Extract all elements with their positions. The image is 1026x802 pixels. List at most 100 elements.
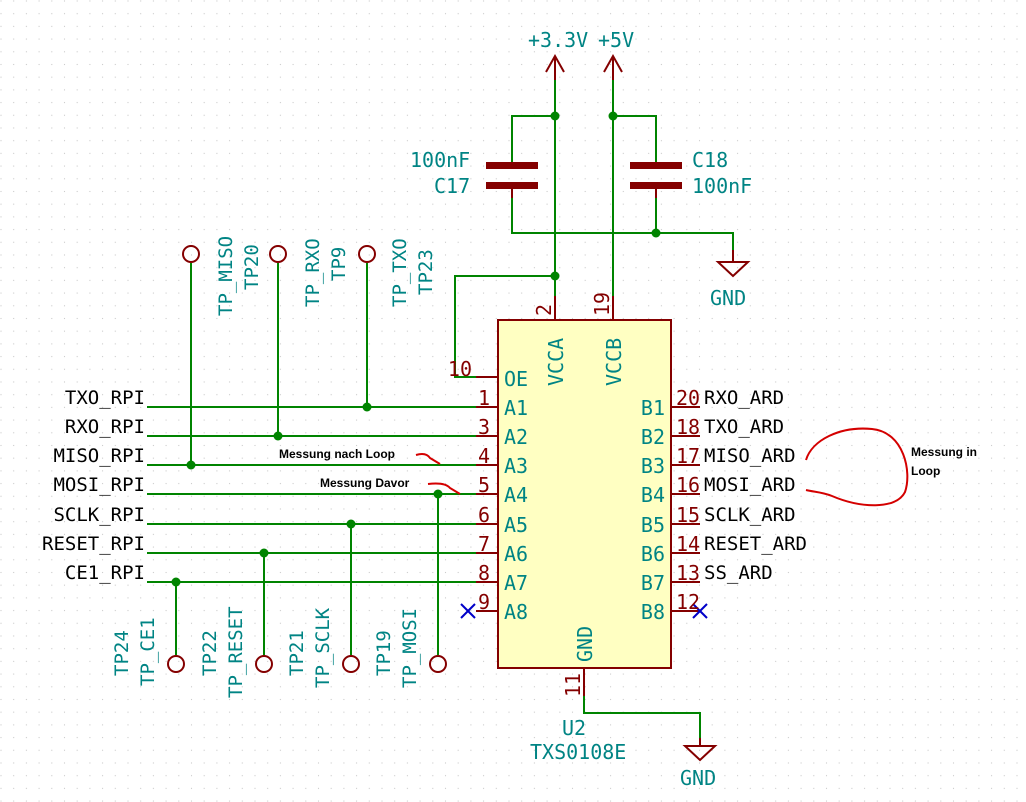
ic-right-pin-num: 17 bbox=[676, 444, 700, 468]
ic-vccb-label: VCCB bbox=[602, 338, 626, 386]
tp-bottom-name: TP_MOSI bbox=[399, 608, 421, 688]
ic-left-pin-name: A4 bbox=[504, 483, 528, 507]
net-label-rpi: MOSI_RPI bbox=[53, 474, 145, 496]
net-label-rpi: SCLK_RPI bbox=[53, 504, 145, 526]
annotation-messung-in-loop-line2: Loop bbox=[911, 464, 940, 478]
ic-pin-vccb-num: 19 bbox=[590, 292, 614, 316]
v33-label: +3.3V bbox=[528, 28, 588, 52]
net-label-ard: MISO_ARD bbox=[704, 445, 796, 467]
annotation-messung-davor: Messung Davor bbox=[320, 476, 410, 490]
annotation-arrow-nach-loop bbox=[415, 453, 441, 465]
ic-left-pin-name: A1 bbox=[504, 396, 528, 420]
ic-left-pin-num: 1 bbox=[478, 386, 490, 410]
tp-bottom-ref: TP21 bbox=[286, 630, 308, 676]
junction-dot bbox=[550, 111, 560, 121]
annotation-messung-in-loop-line1: Messung in bbox=[911, 445, 977, 459]
net-label-rpi: RESET_RPI bbox=[42, 533, 145, 555]
ic-left-pin-num: 4 bbox=[478, 444, 490, 468]
c18-value: 100nF bbox=[692, 174, 752, 198]
tp-top-ref: TP23 bbox=[415, 249, 437, 295]
junction-dot bbox=[171, 577, 181, 587]
net-label-rpi: RXO_RPI bbox=[65, 416, 145, 438]
ic-part: TXS0108E bbox=[530, 740, 626, 764]
junction-dot bbox=[651, 228, 661, 238]
junction-dot bbox=[186, 460, 196, 470]
junction-dot bbox=[273, 431, 283, 441]
ic-right-pin-name: B6 bbox=[641, 542, 665, 566]
ic-pin-stubs bbox=[476, 296, 700, 696]
wires bbox=[147, 78, 734, 738]
ic-left-pin-num: 8 bbox=[478, 561, 490, 585]
capacitor-c18 bbox=[630, 162, 682, 198]
ic-pin-gnd-num: 11 bbox=[561, 673, 585, 697]
ic-left-pin-name: A8 bbox=[504, 600, 528, 624]
wire-c17-bottom bbox=[511, 198, 734, 250]
junctions bbox=[171, 111, 661, 587]
wire-ic-gnd bbox=[583, 696, 701, 738]
c17-ref: C17 bbox=[434, 174, 470, 198]
junction-dot bbox=[608, 111, 618, 121]
ic-right-pin-name: B8 bbox=[641, 600, 665, 624]
tp-bottom-ref: TP22 bbox=[199, 630, 221, 676]
ic-right-pin-num: 14 bbox=[676, 532, 700, 556]
annotation-messung-nach-loop: Messung nach Loop bbox=[279, 447, 395, 461]
tp-top-name: TP_MISO bbox=[215, 236, 237, 316]
ic-right-pin-name: B1 bbox=[641, 396, 665, 420]
junction-dot bbox=[362, 402, 372, 412]
ic-left-pin-num: 10 bbox=[448, 357, 472, 381]
v33-arrow-head bbox=[545, 53, 565, 73]
junction-dot bbox=[433, 489, 443, 499]
ic-gnd-label: GND bbox=[573, 626, 597, 662]
net-label-ard: MOSI_ARD bbox=[704, 474, 796, 496]
tp-sclk-circle bbox=[342, 655, 360, 673]
ic-left-pin-num: 3 bbox=[478, 415, 490, 439]
ic-right-pin-name: B3 bbox=[641, 454, 665, 478]
tp-rxo-circle bbox=[269, 245, 287, 263]
no-connect-markers bbox=[460, 603, 708, 619]
ic-right-pin-num: 13 bbox=[676, 561, 700, 585]
net-label-ard: RXO_ARD bbox=[704, 387, 784, 409]
net-label-rpi: MISO_RPI bbox=[53, 445, 145, 467]
tp-mosi-circle bbox=[429, 655, 447, 673]
ic-left-pin-name: A2 bbox=[504, 425, 528, 449]
ic-vcca-label: VCCA bbox=[544, 338, 568, 386]
annotation-loop bbox=[805, 427, 909, 507]
tp-bottom-name: TP_CE1 bbox=[137, 617, 159, 686]
annotation-marks bbox=[415, 427, 909, 507]
net-label-ard: RESET_ARD bbox=[704, 533, 807, 555]
ic-left-pin-name: OE bbox=[504, 367, 528, 391]
ic-left-pin-num: 9 bbox=[478, 590, 490, 614]
gnd-bottom-label: GND bbox=[680, 766, 716, 790]
ic-right-pin-num: 15 bbox=[676, 503, 700, 527]
junction-dot bbox=[550, 271, 560, 281]
net-label-rpi: CE1_RPI bbox=[65, 562, 145, 584]
wire-c18-top bbox=[613, 115, 657, 163]
ic-body bbox=[497, 319, 672, 669]
tp-top-ref: TP20 bbox=[241, 244, 263, 290]
tp-bottom-ref: TP24 bbox=[111, 630, 133, 676]
capacitor-c17 bbox=[486, 162, 538, 198]
tp-top-ref: TP9 bbox=[328, 247, 350, 281]
annotation-arrow-davor bbox=[427, 482, 461, 495]
c18-ref: C18 bbox=[692, 148, 728, 172]
ic-ref: U2 bbox=[562, 716, 586, 740]
junction-dot bbox=[259, 548, 269, 558]
ic-left-pin-name: A3 bbox=[504, 454, 528, 478]
wire-c17-top bbox=[511, 115, 555, 163]
tp-reset-circle bbox=[255, 655, 273, 673]
tp-top-name: TP_RXO bbox=[302, 238, 324, 307]
testpoint-circles bbox=[167, 245, 447, 673]
v5-arrow-head bbox=[603, 53, 623, 73]
junction-dot bbox=[346, 519, 356, 529]
ic-left-pin-name: A5 bbox=[504, 513, 528, 537]
ic-left-pin-num: 7 bbox=[478, 532, 490, 556]
tp-txo-circle bbox=[358, 245, 376, 263]
ic-left-pin-num: 5 bbox=[478, 473, 490, 497]
ic-right-pin-name: B5 bbox=[641, 513, 665, 537]
tp-ce1-circle bbox=[167, 655, 185, 673]
v5-label: +5V bbox=[598, 28, 634, 52]
tp-bottom-name: TP_SCLK bbox=[312, 607, 334, 688]
ic-right-pin-name: B2 bbox=[641, 425, 665, 449]
gnd-top-label: GND bbox=[710, 286, 746, 310]
